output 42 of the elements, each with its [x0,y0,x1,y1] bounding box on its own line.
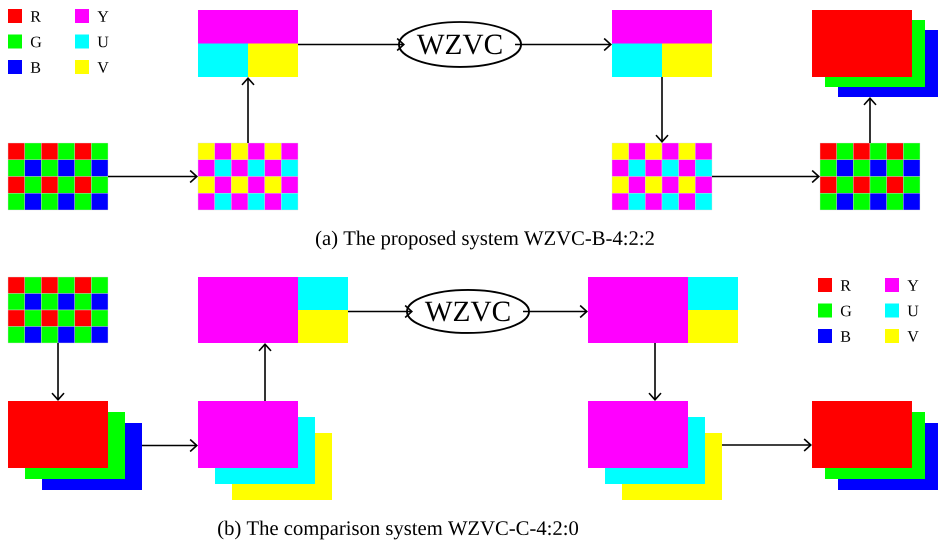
bayer-mosaic-drawing [8,142,108,210]
bayer-mosaic-drawing [820,142,920,210]
plane-stack-drawing [198,401,332,500]
legend-label: B [840,331,850,342]
arrow [863,97,877,143]
yuv-mosaic-drawing [198,142,298,210]
arrow [142,438,198,452]
legend-label: Y [97,11,108,22]
legend-label: G [840,306,852,316]
caption: (a) The proposed system WZVC-B-4:2:2 [316,230,654,250]
arrow [298,38,405,52]
legend-label: R [30,11,41,22]
legend-label: V [97,62,109,73]
arrow [648,343,662,401]
yuv-frame-drawing [588,277,738,343]
bayer-mosaic-drawing [8,276,108,344]
arrow [241,77,255,143]
legend-label: Y [907,280,918,291]
plane-stack-drawing [588,401,722,500]
caption: (b) The comparison system WZVC-C-4:2:0 [218,520,578,540]
arrow [722,438,812,452]
plane-stack-drawing [8,401,142,490]
arrow [515,38,612,52]
arrow [655,77,669,143]
legend-label: V [907,331,919,342]
arrow [348,304,413,318]
legend-label: R [840,280,851,291]
yuv-mosaic-drawing [612,142,712,210]
arrow [108,170,198,184]
yuv-frame-drawing [612,10,712,77]
legend-label: U [908,306,918,316]
arrow [523,304,588,318]
arrow [712,170,820,184]
legend-label: B [30,62,40,73]
legend-label: G [30,36,42,48]
yuv-frame-drawing [198,277,348,343]
arrow [258,343,272,401]
plane-stack-drawing [812,10,938,97]
plane-stack-drawing [812,401,938,490]
arrow [51,343,65,401]
yuv-frame-drawing [198,10,298,77]
legend-label: U [98,36,108,48]
